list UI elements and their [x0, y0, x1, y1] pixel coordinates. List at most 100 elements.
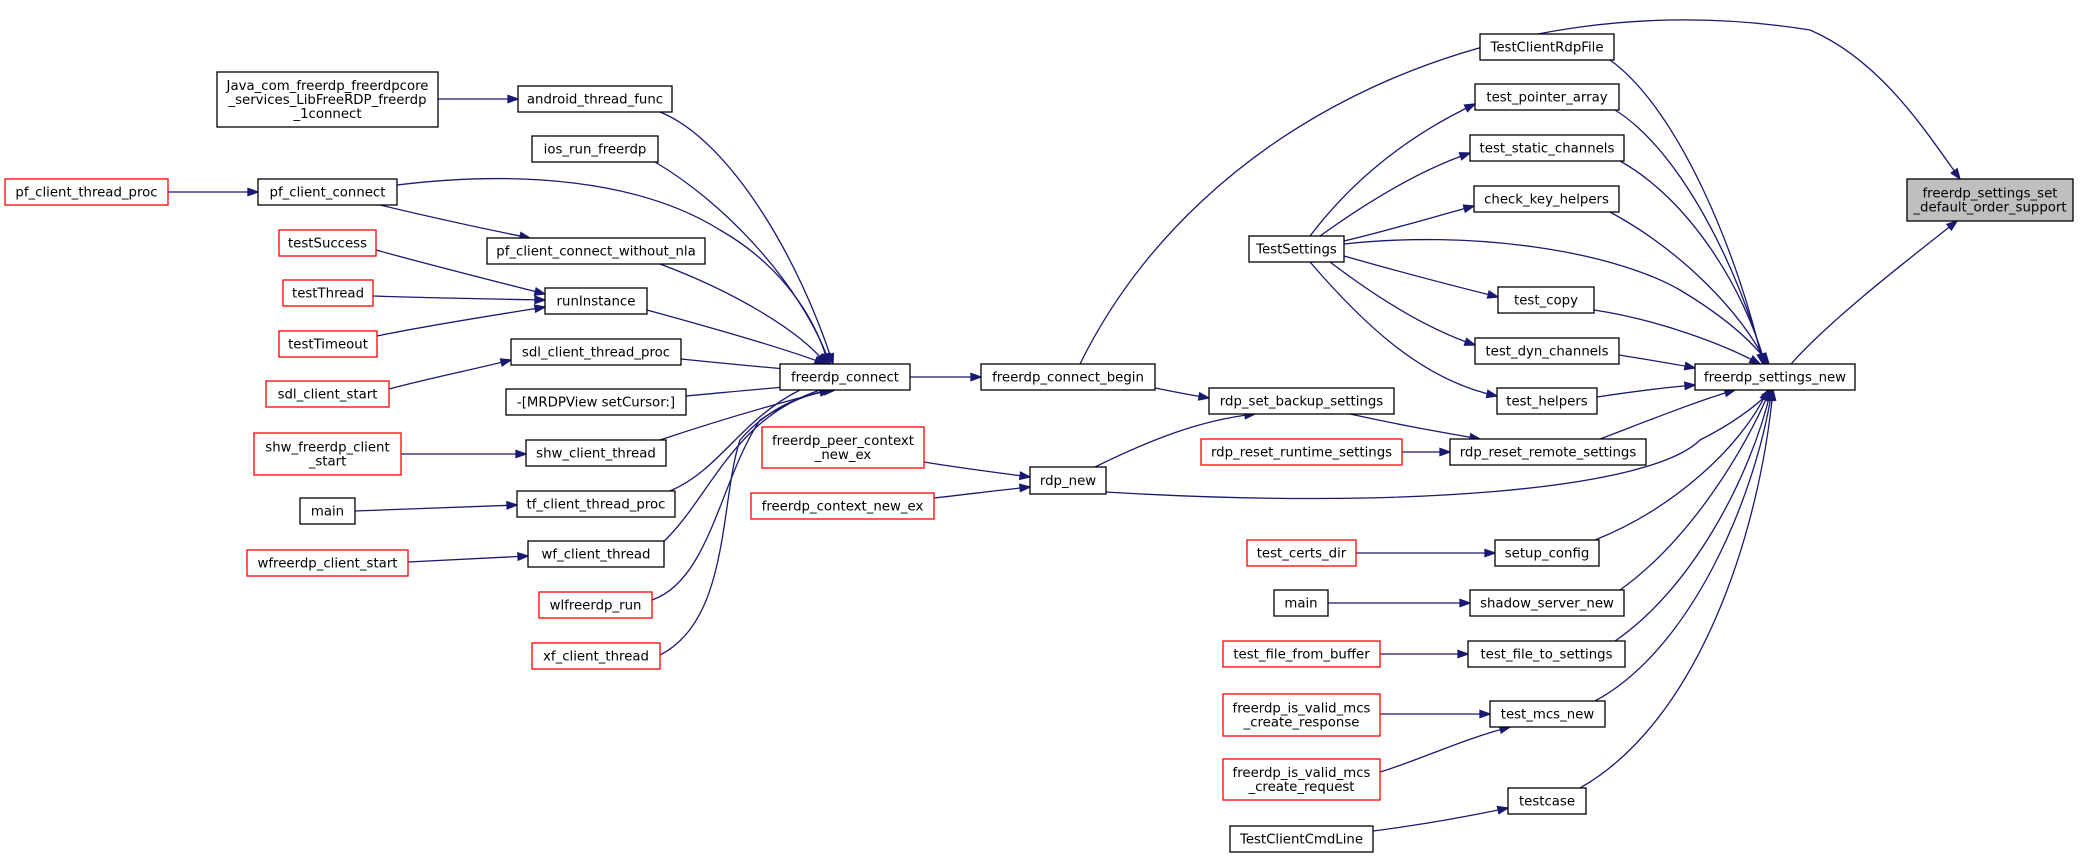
node-label: _create_request	[1247, 780, 1354, 795]
node-label: _start	[308, 455, 347, 470]
node-label: _services_LibFreeRDP_freerdp	[227, 93, 426, 108]
node-tsc[interactable]: test_static_channels	[1469, 134, 1625, 162]
node-rdpnew[interactable]: rdp_new	[1029, 466, 1107, 495]
node-tc[interactable]: testcase	[1507, 787, 1587, 815]
node-xfct[interactable]: xf_client_thread	[531, 642, 661, 670]
node-root[interactable]: freerdp_settings_set_default_order_suppo…	[1906, 178, 2074, 222]
edge-line	[659, 389, 836, 656]
node-sdlctp[interactable]: sdl_client_thread_proc	[510, 338, 682, 366]
edge-arrowhead	[247, 187, 260, 197]
edge-line	[923, 461, 1031, 478]
node-fcne[interactable]: freerdp_context_new_ex	[750, 492, 935, 520]
node-irf[interactable]: ios_run_freerdp	[531, 135, 659, 163]
edge-arrowhead	[507, 94, 520, 104]
node-label: test_dyn_channels	[1485, 345, 1608, 360]
node-label: -[MRDPView setCursor:]	[517, 396, 675, 411]
node-wlr[interactable]: wlfreerdp_run	[538, 591, 653, 619]
node-box	[525, 439, 667, 467]
edge-line	[1349, 413, 1481, 440]
node-label: pf_client_connect	[270, 186, 386, 201]
node-tfts[interactable]: test_file_to_settings	[1467, 640, 1626, 668]
edge-fsn-to-root	[1790, 219, 1959, 365]
edge-line	[376, 306, 546, 337]
node-pfctp[interactable]: pf_client_thread_proc	[4, 178, 169, 206]
node-label: test_helpers	[1506, 395, 1588, 410]
node-fpcne[interactable]: freerdp_peer_context_new_ex	[761, 426, 925, 469]
node-box	[253, 432, 402, 476]
edge-line	[375, 249, 546, 295]
node-fc[interactable]: freerdp_connect	[779, 363, 911, 391]
node-pfcc[interactable]: pf_client_connect	[257, 178, 398, 206]
edge-tccl-to-tc	[1372, 805, 1510, 832]
edge-line	[396, 177, 829, 365]
edge-main1-to-tfctp	[354, 500, 519, 512]
node-box	[486, 237, 706, 265]
node-tsucc[interactable]: testSuccess	[278, 229, 377, 257]
node-label: test_certs_dir	[1257, 547, 1347, 562]
edge-arrowhead	[534, 295, 547, 305]
node-box	[1222, 758, 1381, 801]
edge-pfcc-to-pfccwn	[379, 204, 532, 241]
edge-ts-to-th	[1309, 261, 1499, 399]
node-fivmcreq[interactable]: freerdp_is_valid_mcs_create_request	[1222, 758, 1381, 801]
node-tdc[interactable]: test_dyn_channels	[1474, 337, 1620, 365]
node-label: Java_com_freerdp_freerdpcore	[226, 79, 429, 94]
node-tcrdp[interactable]: TestClientRdpFile	[1479, 33, 1615, 61]
node-sc[interactable]: setup_config	[1494, 539, 1600, 567]
node-rsbs[interactable]: rdp_set_backup_settings	[1208, 387, 1395, 415]
node-sdlcs[interactable]: sdl_client_start	[265, 380, 390, 408]
edge-arrowhead	[1463, 337, 1477, 346]
node-tcd[interactable]: test_certs_dir	[1246, 539, 1357, 567]
node-label: ios_run_freerdp	[544, 143, 647, 158]
edge-line	[1594, 389, 1769, 541]
node-ssn[interactable]: shadow_server_new	[1469, 589, 1625, 617]
node-box	[510, 338, 682, 366]
node-ts[interactable]: TestSettings	[1248, 235, 1345, 263]
edges-layer	[167, 19, 1962, 832]
node-ri[interactable]: runInstance	[544, 287, 648, 315]
edge-arrowhead	[1457, 649, 1470, 659]
node-tcopy[interactable]: test_copy	[1497, 286, 1595, 314]
node-tffb[interactable]: test_file_from_buffer	[1222, 640, 1381, 668]
node-shwct[interactable]: shw_client_thread	[525, 439, 667, 467]
node-ttime[interactable]: testTimeout	[278, 330, 378, 358]
edge-line	[1790, 220, 1958, 365]
node-label: wfreerdp_client_start	[258, 557, 398, 572]
node-tthr[interactable]: testThread	[282, 279, 374, 307]
node-rrrs[interactable]: rdp_reset_remote_settings	[1449, 438, 1647, 466]
edge-line	[407, 555, 529, 563]
node-wfcs[interactable]: wfreerdp_client_start	[246, 549, 409, 577]
node-fsn[interactable]: freerdp_settings_new	[1694, 363, 1856, 391]
edge-line	[379, 204, 531, 239]
node-box	[278, 229, 377, 257]
edge-arrowhead	[1683, 361, 1697, 371]
node-label: TestClientRdpFile	[1489, 41, 1603, 56]
node-main2[interactable]: main	[1273, 589, 1329, 617]
node-main1[interactable]: main	[299, 497, 356, 525]
edge-rrts-to-rrrs	[1402, 447, 1452, 457]
node-shwfcs[interactable]: shw_freerdp_client_start	[253, 432, 402, 476]
edge-java-to-atf	[437, 94, 520, 104]
node-ckh[interactable]: check_key_helpers	[1473, 185, 1620, 213]
node-label: android_thread_func	[527, 93, 663, 108]
node-java[interactable]: Java_com_freerdp_freerdpcore_services_Li…	[216, 71, 439, 128]
node-tmn[interactable]: test_mcs_new	[1489, 700, 1606, 728]
edge-tc-to-fsn	[1579, 388, 1777, 789]
node-wfct[interactable]: wf_client_thread	[527, 540, 665, 568]
node-tpa[interactable]: test_pointer_array	[1474, 83, 1620, 111]
edge-arrowhead	[499, 358, 513, 368]
node-fivmcres[interactable]: freerdp_is_valid_mcs_create_response	[1222, 693, 1381, 737]
node-tccl[interactable]: TestClientCmdLine	[1229, 825, 1374, 853]
node-pfccwn[interactable]: pf_client_connect_without_nla	[486, 237, 706, 265]
node-th[interactable]: test_helpers	[1496, 387, 1598, 415]
node-atf[interactable]: android_thread_func	[517, 85, 673, 113]
node-tfctp[interactable]: tf_client_thread_proc	[516, 490, 676, 518]
node-fcb[interactable]: freerdp_connect_begin	[980, 363, 1156, 391]
node-box	[278, 330, 378, 358]
edge-fc-to-fcb	[910, 372, 983, 382]
node-label: xf_client_thread	[543, 650, 649, 665]
node-rrts[interactable]: rdp_reset_runtime_settings	[1200, 438, 1403, 466]
edge-line	[1309, 103, 1476, 237]
node-mrdp[interactable]: -[MRDPView setCursor:]	[505, 388, 687, 416]
